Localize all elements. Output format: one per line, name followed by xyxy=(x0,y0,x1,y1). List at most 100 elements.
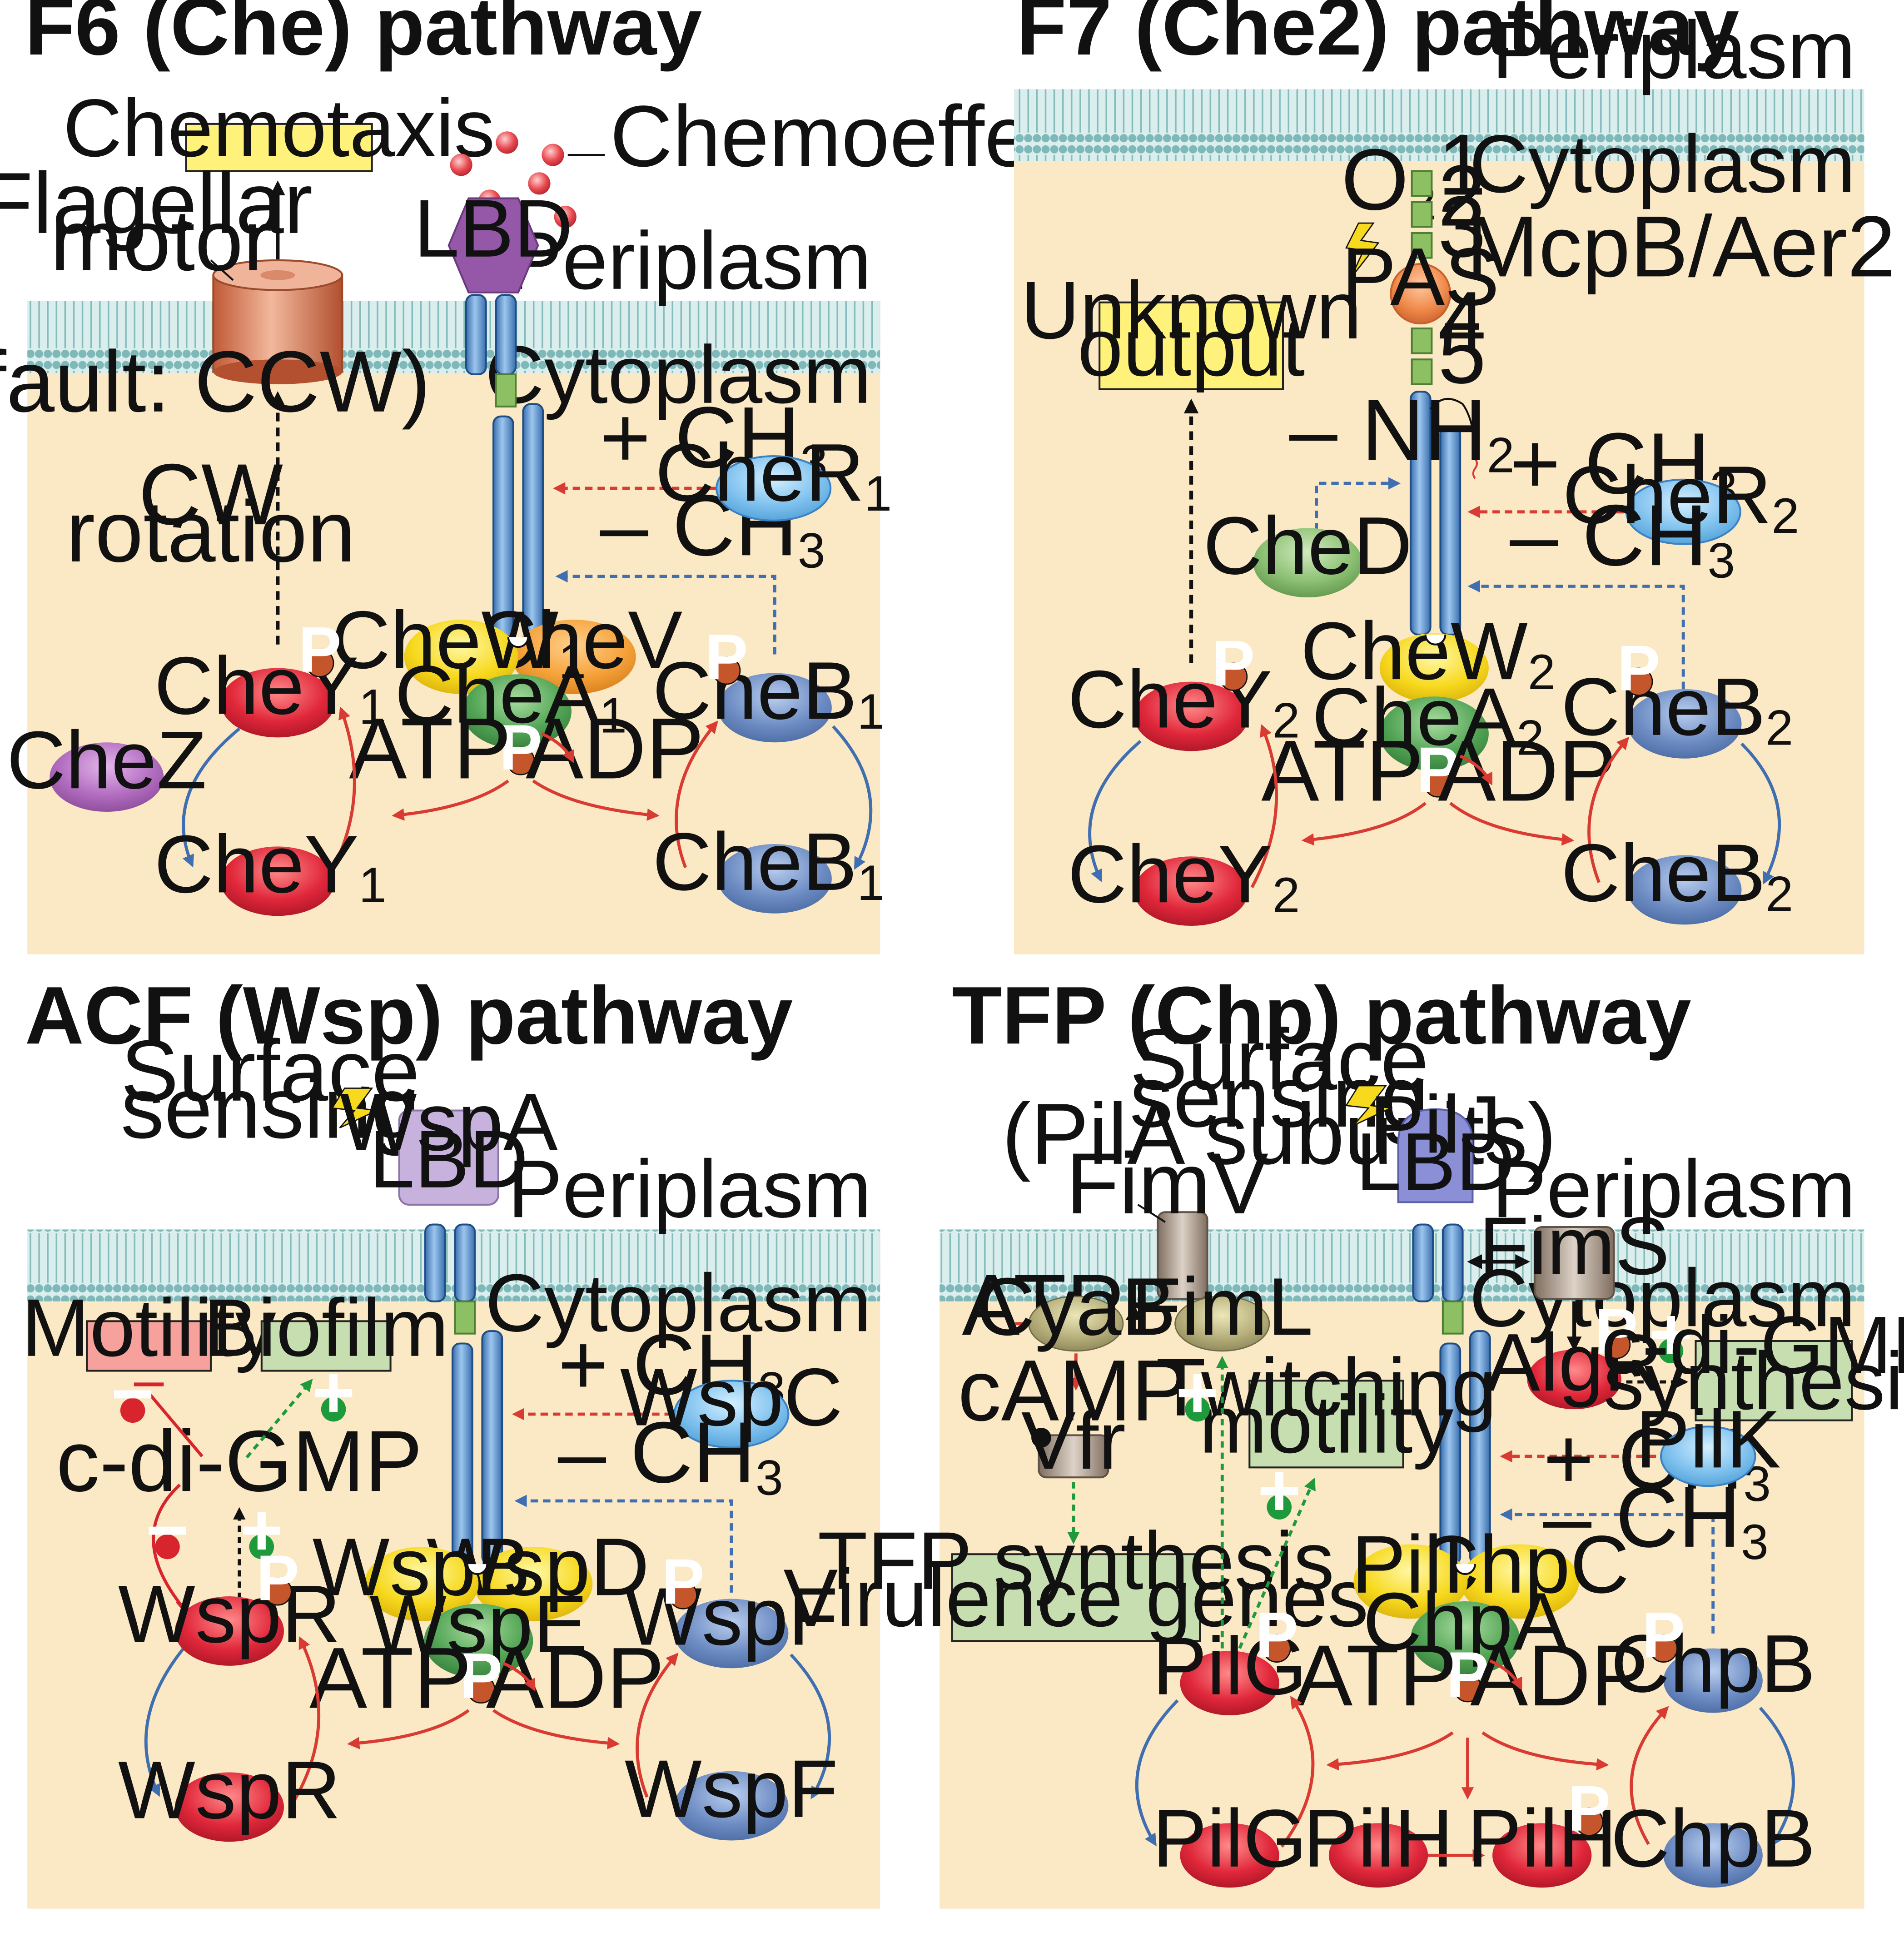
acf-cdigmp-label: c-di-GMP xyxy=(56,1413,423,1510)
f7-chew-label: CheW2 xyxy=(1301,606,1556,700)
tfp-chpa-p: P xyxy=(1446,1639,1489,1711)
tfp-pilh-p-mark: P xyxy=(1568,1773,1611,1845)
f6-output-label: Chemotaxis xyxy=(63,83,495,174)
tfp-lightning-icon xyxy=(1345,1085,1393,1126)
f6-lbd-label: LBD xyxy=(414,183,573,274)
acf-atp-adp-arrow xyxy=(502,1662,536,1692)
f6-chea-p: P xyxy=(499,712,542,784)
tfp-chpb-p-label: ChpB xyxy=(1611,1618,1815,1709)
acf-demethylation-arrow xyxy=(514,1495,733,1593)
acf-lightning-icon xyxy=(331,1088,379,1128)
f7-cheb-dephos-arrow xyxy=(1740,742,1781,885)
f7-atp-adp-arrow xyxy=(1459,755,1493,786)
acf-plus-2: + xyxy=(240,1488,283,1571)
acf-motility-box xyxy=(86,1320,212,1372)
f7-atp: ATP xyxy=(1261,722,1423,819)
f6-cheb-p-label: CheB1 xyxy=(652,645,885,740)
tfp-fimv xyxy=(1157,1211,1208,1300)
f7-phospho-to-cheb-arrow xyxy=(1449,802,1575,846)
acf-biofilm-box xyxy=(260,1320,392,1372)
f7-chea-phosphate xyxy=(1423,769,1452,798)
f6-chew-label: CheW1 xyxy=(331,595,586,689)
tfp-plus-algr: + xyxy=(1649,1292,1693,1376)
tfp-fims xyxy=(1533,1226,1615,1300)
f7-title: F7 (Che2) pathway xyxy=(1016,0,1739,72)
acf-wspr-phosphate xyxy=(263,1577,292,1606)
f7-receptor-cap xyxy=(1424,634,1447,646)
f6-cheb-label: CheB1 xyxy=(652,816,885,911)
tfp-chpb-dephos-arrow xyxy=(1759,1707,1795,1847)
f6-cytoplasm-label: Cytoplasm xyxy=(485,329,871,421)
tfp-output-label-1: TFP synthesis xyxy=(818,1515,1334,1607)
tfp-pilg-p-mark: P xyxy=(1255,1599,1298,1671)
tfp-receptor-cap xyxy=(1454,1564,1476,1575)
f6-chey xyxy=(220,846,335,916)
tfp-algr-label: AlgR xyxy=(1486,1317,1663,1408)
cw-rotation-label-1: CW xyxy=(139,446,283,543)
f7-chey-phosphate xyxy=(1219,662,1248,691)
f6-chez xyxy=(50,742,164,812)
acf-wspe-p: P xyxy=(459,1640,502,1712)
panel-tfp: TFP (Chp) pathway Periplasm Cytoplasm Su… xyxy=(783,970,1904,1909)
tfp-chpa xyxy=(1410,1601,1520,1676)
tfp-chpb xyxy=(1663,1823,1763,1888)
f6-cher xyxy=(716,455,832,522)
default-ccw-label: (Default: CCW) xyxy=(0,333,430,430)
tfp-pili-label: PilI xyxy=(1351,1519,1465,1610)
f6-cheb xyxy=(717,844,832,914)
acf-title: ACF (Wsp) pathway xyxy=(25,970,793,1061)
tfp-phospho-to-chpb-arrow xyxy=(1481,1731,1609,1771)
f7-cytoplasm xyxy=(1014,124,1864,954)
f6-cheb-p xyxy=(717,673,832,743)
tfp-plus-fiml: + xyxy=(1176,1351,1219,1434)
f7-cheb-p-label: CheB2 xyxy=(1561,661,1793,756)
f6-chey-p-mark: P xyxy=(298,614,342,686)
acf-wspf-p-label: WspF xyxy=(625,1571,838,1662)
acf-phospho-to-wspr-arrow xyxy=(347,1709,470,1749)
acf-wspa-lbd xyxy=(398,1109,499,1206)
tfp-twitching-label-1: Twitching xyxy=(1156,1342,1497,1433)
acf-minus-2: − xyxy=(146,1488,189,1571)
f7-periplasm-label: Periplasm xyxy=(1492,5,1855,96)
f7-demethylation-arrow xyxy=(1467,580,1685,689)
acf-wspr-dephos-arrow xyxy=(144,1647,185,1797)
acf-receptor-cap xyxy=(466,1564,488,1575)
cw-rotation-label-2: rotation xyxy=(66,483,355,580)
tfp-phospho-to-pilg-arrow xyxy=(1326,1731,1454,1771)
f6-chey-phosphate xyxy=(305,649,334,678)
tfp-camp-label: cAMP xyxy=(958,1342,1189,1439)
acf-wspr-label: WspR xyxy=(118,1744,341,1836)
f6-demethylation-arrow xyxy=(555,570,776,655)
f7-chea-label: CheA2 xyxy=(1312,671,1544,766)
f7-membrane xyxy=(1014,89,1864,161)
f7-cheb-p xyxy=(1627,689,1742,759)
tfp-cdigmp-label-1: c-di-GMP xyxy=(1601,1300,1904,1391)
f7-chey xyxy=(1134,856,1248,926)
acf-wspa-label-1: WspA xyxy=(340,1077,558,1168)
f7-nh2: – NH2 xyxy=(1289,382,1515,483)
f7-chew xyxy=(1379,633,1489,703)
tfp-camp-bound-icon xyxy=(1031,1428,1051,1448)
f6-phospho-to-cheb-arrow xyxy=(532,780,660,821)
acf-wspd xyxy=(473,1546,593,1621)
f6-title: F6 (Che) pathway xyxy=(25,0,702,72)
f6-chea-phosphate xyxy=(506,746,535,775)
tfp-demethylation-arrow xyxy=(1500,1508,1715,1634)
acf-wspc xyxy=(673,1380,790,1449)
acf-phospho-to-wspf-arrow xyxy=(492,1709,620,1749)
f7-domain-2: 2 xyxy=(1438,148,1486,244)
f7-domain-5: 5 xyxy=(1438,305,1486,402)
flagellar-motor xyxy=(212,259,343,384)
acf-periplasm-label: Periplasm xyxy=(508,1143,871,1235)
tfp-pilh-label: PilH xyxy=(1303,1793,1453,1884)
tfp-adp: ADP xyxy=(1470,1627,1649,1724)
acf-wspr-p-mark: P xyxy=(256,1542,299,1614)
acf-atp: ATP xyxy=(309,1630,472,1727)
f6-cheb-dephos-arrow xyxy=(832,725,873,870)
f6-chea-label: CheA1 xyxy=(395,649,627,744)
tfp-receptor xyxy=(1412,1223,1491,1565)
flagellar-motor-label-1: Flagellar xyxy=(0,155,313,252)
f7-deamidation-arrow xyxy=(1315,477,1401,531)
acf-adp: ADP xyxy=(486,1630,665,1727)
f7-cheb-p-mark: P xyxy=(1617,633,1660,705)
